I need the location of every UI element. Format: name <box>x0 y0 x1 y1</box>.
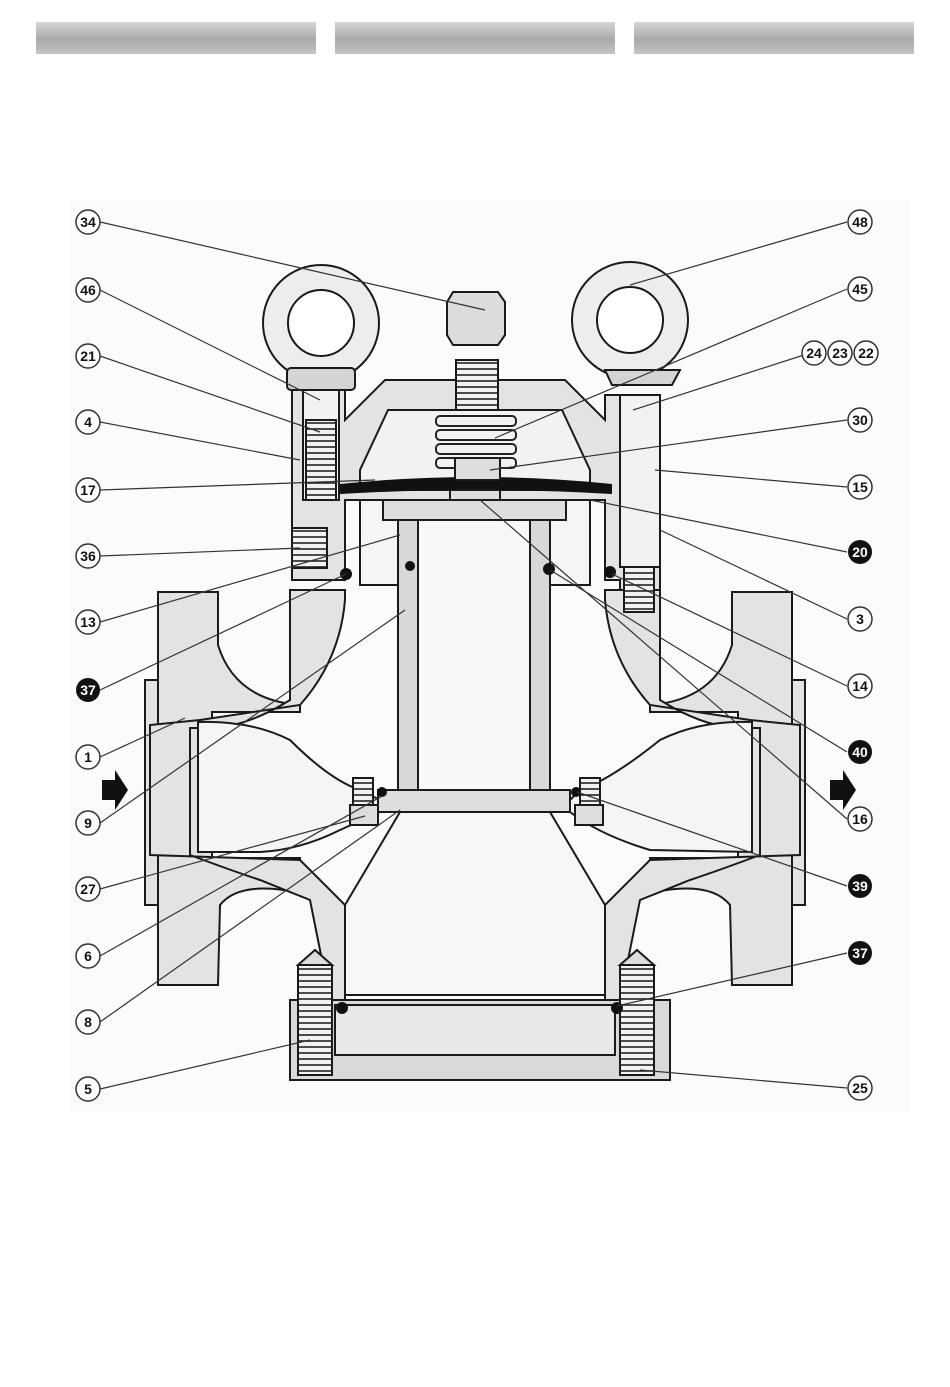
svg-text:45: 45 <box>852 281 868 297</box>
callout-15: 15 <box>848 475 872 499</box>
callout-17: 17 <box>76 478 100 502</box>
svg-text:34: 34 <box>80 214 96 230</box>
callout-36: 36 <box>76 544 100 568</box>
svg-text:3: 3 <box>856 611 864 627</box>
callout-22: 22 <box>854 341 878 365</box>
callout-39: 39 <box>848 874 872 898</box>
callout-4: 4 <box>76 410 100 434</box>
svg-text:17: 17 <box>80 482 96 498</box>
svg-text:15: 15 <box>852 479 868 495</box>
callout-6: 6 <box>76 944 100 968</box>
svg-text:25: 25 <box>852 1080 868 1096</box>
svg-text:21: 21 <box>80 348 96 364</box>
callout-46: 46 <box>76 278 100 302</box>
svg-text:14: 14 <box>852 678 868 694</box>
svg-text:4: 4 <box>84 414 92 430</box>
callout-40: 40 <box>848 740 872 764</box>
svg-text:6: 6 <box>84 948 92 964</box>
svg-text:30: 30 <box>852 412 868 428</box>
svg-text:9: 9 <box>84 815 92 831</box>
svg-text:48: 48 <box>852 214 868 230</box>
callout-13: 13 <box>76 610 100 634</box>
svg-text:37: 37 <box>852 945 868 961</box>
svg-text:23: 23 <box>832 345 848 361</box>
callout-48: 48 <box>848 210 872 234</box>
callout-14: 14 <box>848 674 872 698</box>
callout-23: 23 <box>828 341 852 365</box>
svg-text:16: 16 <box>852 811 868 827</box>
callout-8: 8 <box>76 1010 100 1034</box>
callout-27: 27 <box>76 877 100 901</box>
callout-24: 24 <box>802 341 826 365</box>
svg-text:1: 1 <box>84 749 92 765</box>
callout-21: 21 <box>76 344 100 368</box>
callout-20: 20 <box>848 540 872 564</box>
svg-text:20: 20 <box>852 544 868 560</box>
callout-37-upper: 37 <box>76 678 100 702</box>
svg-text:39: 39 <box>852 878 868 894</box>
svg-text:40: 40 <box>852 744 868 760</box>
callout-34: 34 <box>76 210 100 234</box>
svg-text:24: 24 <box>806 345 822 361</box>
callout-37-lower: 37 <box>848 941 872 965</box>
adjusting-screw <box>456 360 498 410</box>
svg-text:8: 8 <box>84 1014 92 1030</box>
callout-25: 25 <box>848 1076 872 1100</box>
svg-text:13: 13 <box>80 614 96 630</box>
svg-text:5: 5 <box>84 1081 92 1097</box>
svg-text:37: 37 <box>80 682 96 698</box>
valve-cylinder <box>378 500 570 812</box>
callout-3: 3 <box>848 607 872 631</box>
svg-text:36: 36 <box>80 548 96 564</box>
svg-text:27: 27 <box>80 881 96 897</box>
callout-5: 5 <box>76 1077 100 1101</box>
adjusting-cap-nut <box>447 292 505 345</box>
svg-text:46: 46 <box>80 282 96 298</box>
callout-45: 45 <box>848 277 872 301</box>
callout-30: 30 <box>848 408 872 432</box>
callout-9: 9 <box>76 811 100 835</box>
stud-bolt-right <box>620 395 660 612</box>
svg-text:22: 22 <box>858 345 874 361</box>
callout-1: 1 <box>76 745 100 769</box>
callout-16: 16 <box>848 807 872 831</box>
